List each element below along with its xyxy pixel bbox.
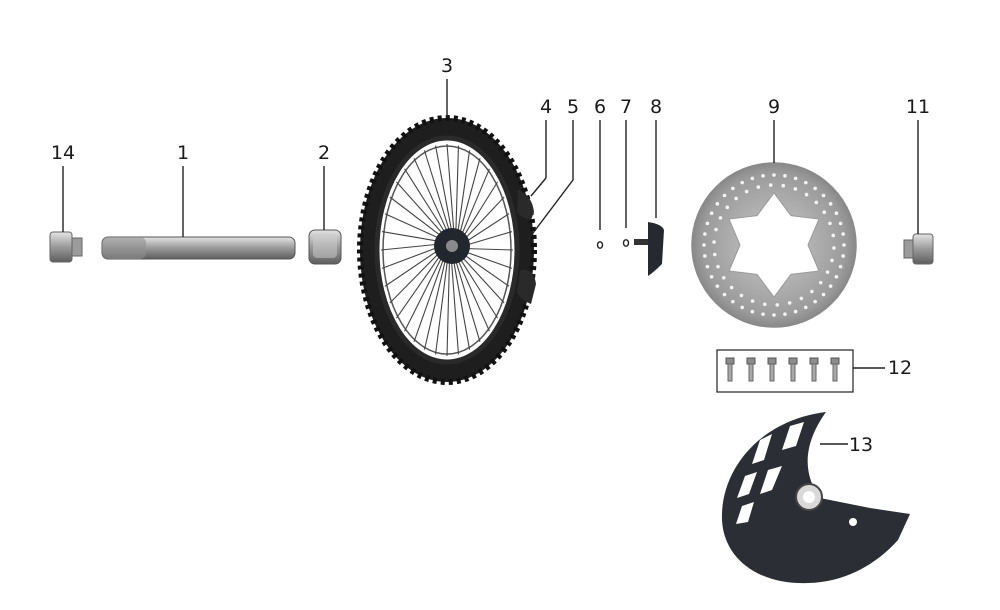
bolt-icon [49,231,73,263]
bearing-seal-icon [517,269,536,304]
bolt-icon [809,357,819,382]
speed-sensor-icon [648,222,664,276]
part-12-bolt-set [716,349,854,393]
part-3-wheel [357,115,537,385]
part-label-8: 8 [650,96,662,118]
part-4-seal [517,190,534,220]
part-label-13: 13 [849,434,873,456]
part-label-12: 12 [888,357,912,379]
part-5-seal [517,269,536,304]
part-8-speed-sensor [634,222,664,276]
bolt-icon [788,357,798,382]
part-2-spacer [308,229,342,265]
part-1-axle [101,236,296,260]
part-label-1: 1 [177,142,189,164]
leader-line-5-diagonal [526,179,574,242]
o-ring-icon [596,241,604,249]
bolt-set-icon [725,357,840,382]
part-11-axle-nut [903,233,934,265]
part-14-bolt [49,231,83,263]
part-label-7: 7 [620,96,632,118]
bolt-set-frame [716,349,854,393]
part-label-4: 4 [540,96,552,118]
part-7-o-ring [622,239,630,247]
axle-nut-icon [912,233,934,265]
part-label-2: 2 [318,142,330,164]
part-label-6: 6 [594,96,606,118]
part-9-brake-disc [691,162,857,328]
o-ring-icon [622,239,630,247]
bolt-icon [746,357,756,382]
bolt-icon [767,357,777,382]
bolt-icon [830,357,840,382]
part-6-o-ring [596,241,604,249]
bearing-seal-icon [517,190,534,220]
part-label-5: 5 [567,96,579,118]
part-label-3: 3 [441,55,453,77]
part-label-9: 9 [768,96,780,118]
leader-line-4-diagonal [530,177,547,197]
part-label-11: 11 [906,96,930,118]
part-13-disc-guard [721,412,910,584]
part-label-14: 14 [51,142,75,164]
bolt-icon [725,357,735,382]
